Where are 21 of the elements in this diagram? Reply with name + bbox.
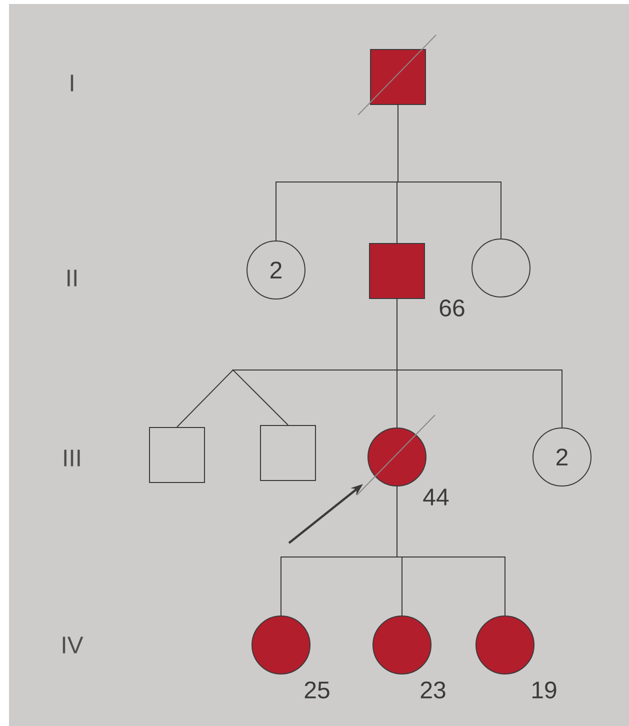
female-circle (472, 238, 530, 298)
affected-male-square (370, 49, 426, 105)
age-label: 23 (420, 682, 446, 698)
affected-male-square (369, 243, 425, 299)
male-square (149, 427, 205, 483)
affected-female-circle (476, 616, 534, 674)
generation-label: II (68, 270, 76, 286)
affected-female-circle (372, 616, 432, 674)
age-label: 66 (440, 300, 464, 316)
male-square (260, 425, 316, 481)
affected-female-circle (252, 616, 310, 674)
age-label: 19 (532, 682, 556, 698)
generation-label: IV (62, 636, 84, 654)
pedigree-line (396, 486, 506, 616)
affected-female-circle (368, 428, 426, 486)
pedigree-line (396, 298, 562, 428)
generation-label: I (70, 74, 74, 92)
age-label: 25 (304, 682, 330, 698)
pedigree-line (398, 104, 502, 239)
generation-label: III (64, 450, 80, 466)
age-label: 44 (423, 488, 449, 506)
